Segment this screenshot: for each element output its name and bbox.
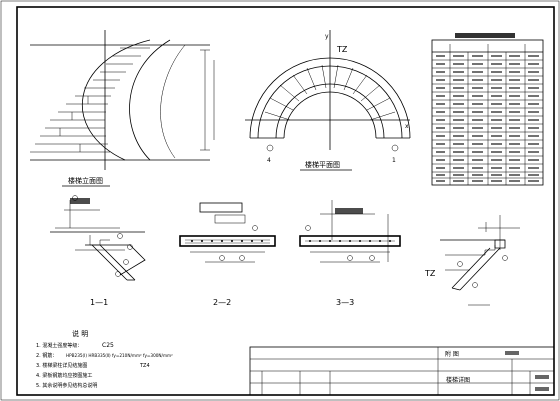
- step-schedule-table: [431, 33, 544, 186]
- elevation-title: 楼梯立面图: [68, 176, 103, 185]
- title-block-header: 附 图: [445, 350, 459, 358]
- section-3-3: 3—3: [299, 200, 401, 307]
- notes-line-3: 3. 楼梯梁柱详见结施图: [36, 362, 87, 369]
- inner-frame: [16, 6, 555, 396]
- notes-line-1: 1. 混凝土强度等级：: [36, 342, 82, 349]
- notes-heading: 说 明: [72, 329, 88, 338]
- notes-line-2: 2. 钢筋：: [36, 352, 57, 359]
- plan-axis-x: x: [405, 123, 409, 130]
- notes-line-3-value: TZ4: [139, 363, 150, 369]
- title-block: 附 图 楼梯详图: [249, 346, 555, 396]
- stair-plan-view: y x TZ 4 1 楼梯平面图: [245, 30, 411, 171]
- title-block-drawing-name: 楼梯详图: [446, 376, 470, 384]
- section-2-2: 2—2: [179, 202, 276, 307]
- plan-axis-1: 1: [392, 157, 396, 164]
- stair-detail-view: TZ: [424, 215, 520, 306]
- plan-axis-4: 4: [267, 157, 271, 164]
- section-1-title: 1—1: [90, 298, 108, 307]
- general-notes: 说 明 1. 混凝土强度等级： C25 2. 钢筋： HPB235(Ⅰ) HRB…: [36, 329, 173, 389]
- plan-axis-y: y: [325, 33, 329, 40]
- notes-line-1-value: C25: [102, 342, 114, 349]
- notes-line-2-value: HPB235(Ⅰ) HRB335(Ⅱ) fy=210N/mm² fy=300N/…: [66, 353, 173, 358]
- section-2-title: 2—2: [213, 298, 231, 307]
- section-1-1: 1—1: [50, 195, 146, 307]
- plan-title: 楼梯平面图: [305, 160, 340, 169]
- stair-elevation-view: 楼梯立面图: [30, 30, 215, 187]
- notes-line-4: 4. 梁板钢筋均应按图施工: [36, 372, 92, 379]
- notes-line-5: 5. 其余说明参见结构总说明: [36, 382, 97, 389]
- plan-tz-label: TZ: [336, 45, 348, 54]
- detail-tz-label: TZ: [424, 269, 436, 278]
- section-3-title: 3—3: [336, 298, 354, 307]
